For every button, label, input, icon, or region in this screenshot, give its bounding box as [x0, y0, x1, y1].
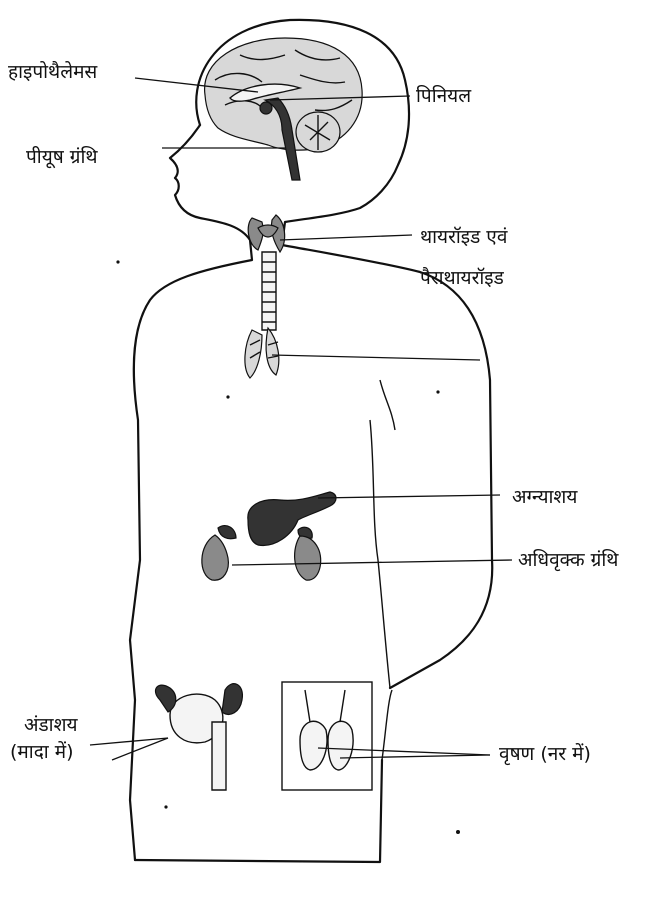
- ovary: [155, 684, 242, 790]
- label-thyroid-line1: थायरॉइड एवं: [420, 228, 507, 247]
- scan-specks: [116, 260, 460, 834]
- right-kidney-adrenal: [295, 527, 321, 580]
- label-adrenal: अधिवृक्क ग्रंथि: [518, 551, 618, 570]
- label-ovary-line2: (मादा में): [10, 743, 74, 762]
- label-pituitary: पीयूष ग्रंथि: [26, 148, 98, 167]
- label-ovary-line1: अंडाशय: [24, 716, 78, 735]
- pancreas: [248, 492, 336, 545]
- brain: [205, 38, 363, 180]
- label-thyroid-line2: पैराथायरॉइड: [420, 269, 504, 288]
- label-pancreas: अग्न्याशय: [512, 488, 577, 507]
- leader-lines: [90, 78, 512, 760]
- thyroid-gland: [248, 215, 284, 252]
- label-pineal: पिनियल: [416, 87, 471, 106]
- testis: [282, 682, 372, 790]
- left-kidney-adrenal: [202, 526, 236, 581]
- label-testis: वृषण (नर में): [499, 745, 591, 764]
- trachea: [262, 252, 276, 330]
- thymus: [245, 328, 279, 378]
- label-hypothalamus: हाइपोथैलेमस: [8, 63, 97, 82]
